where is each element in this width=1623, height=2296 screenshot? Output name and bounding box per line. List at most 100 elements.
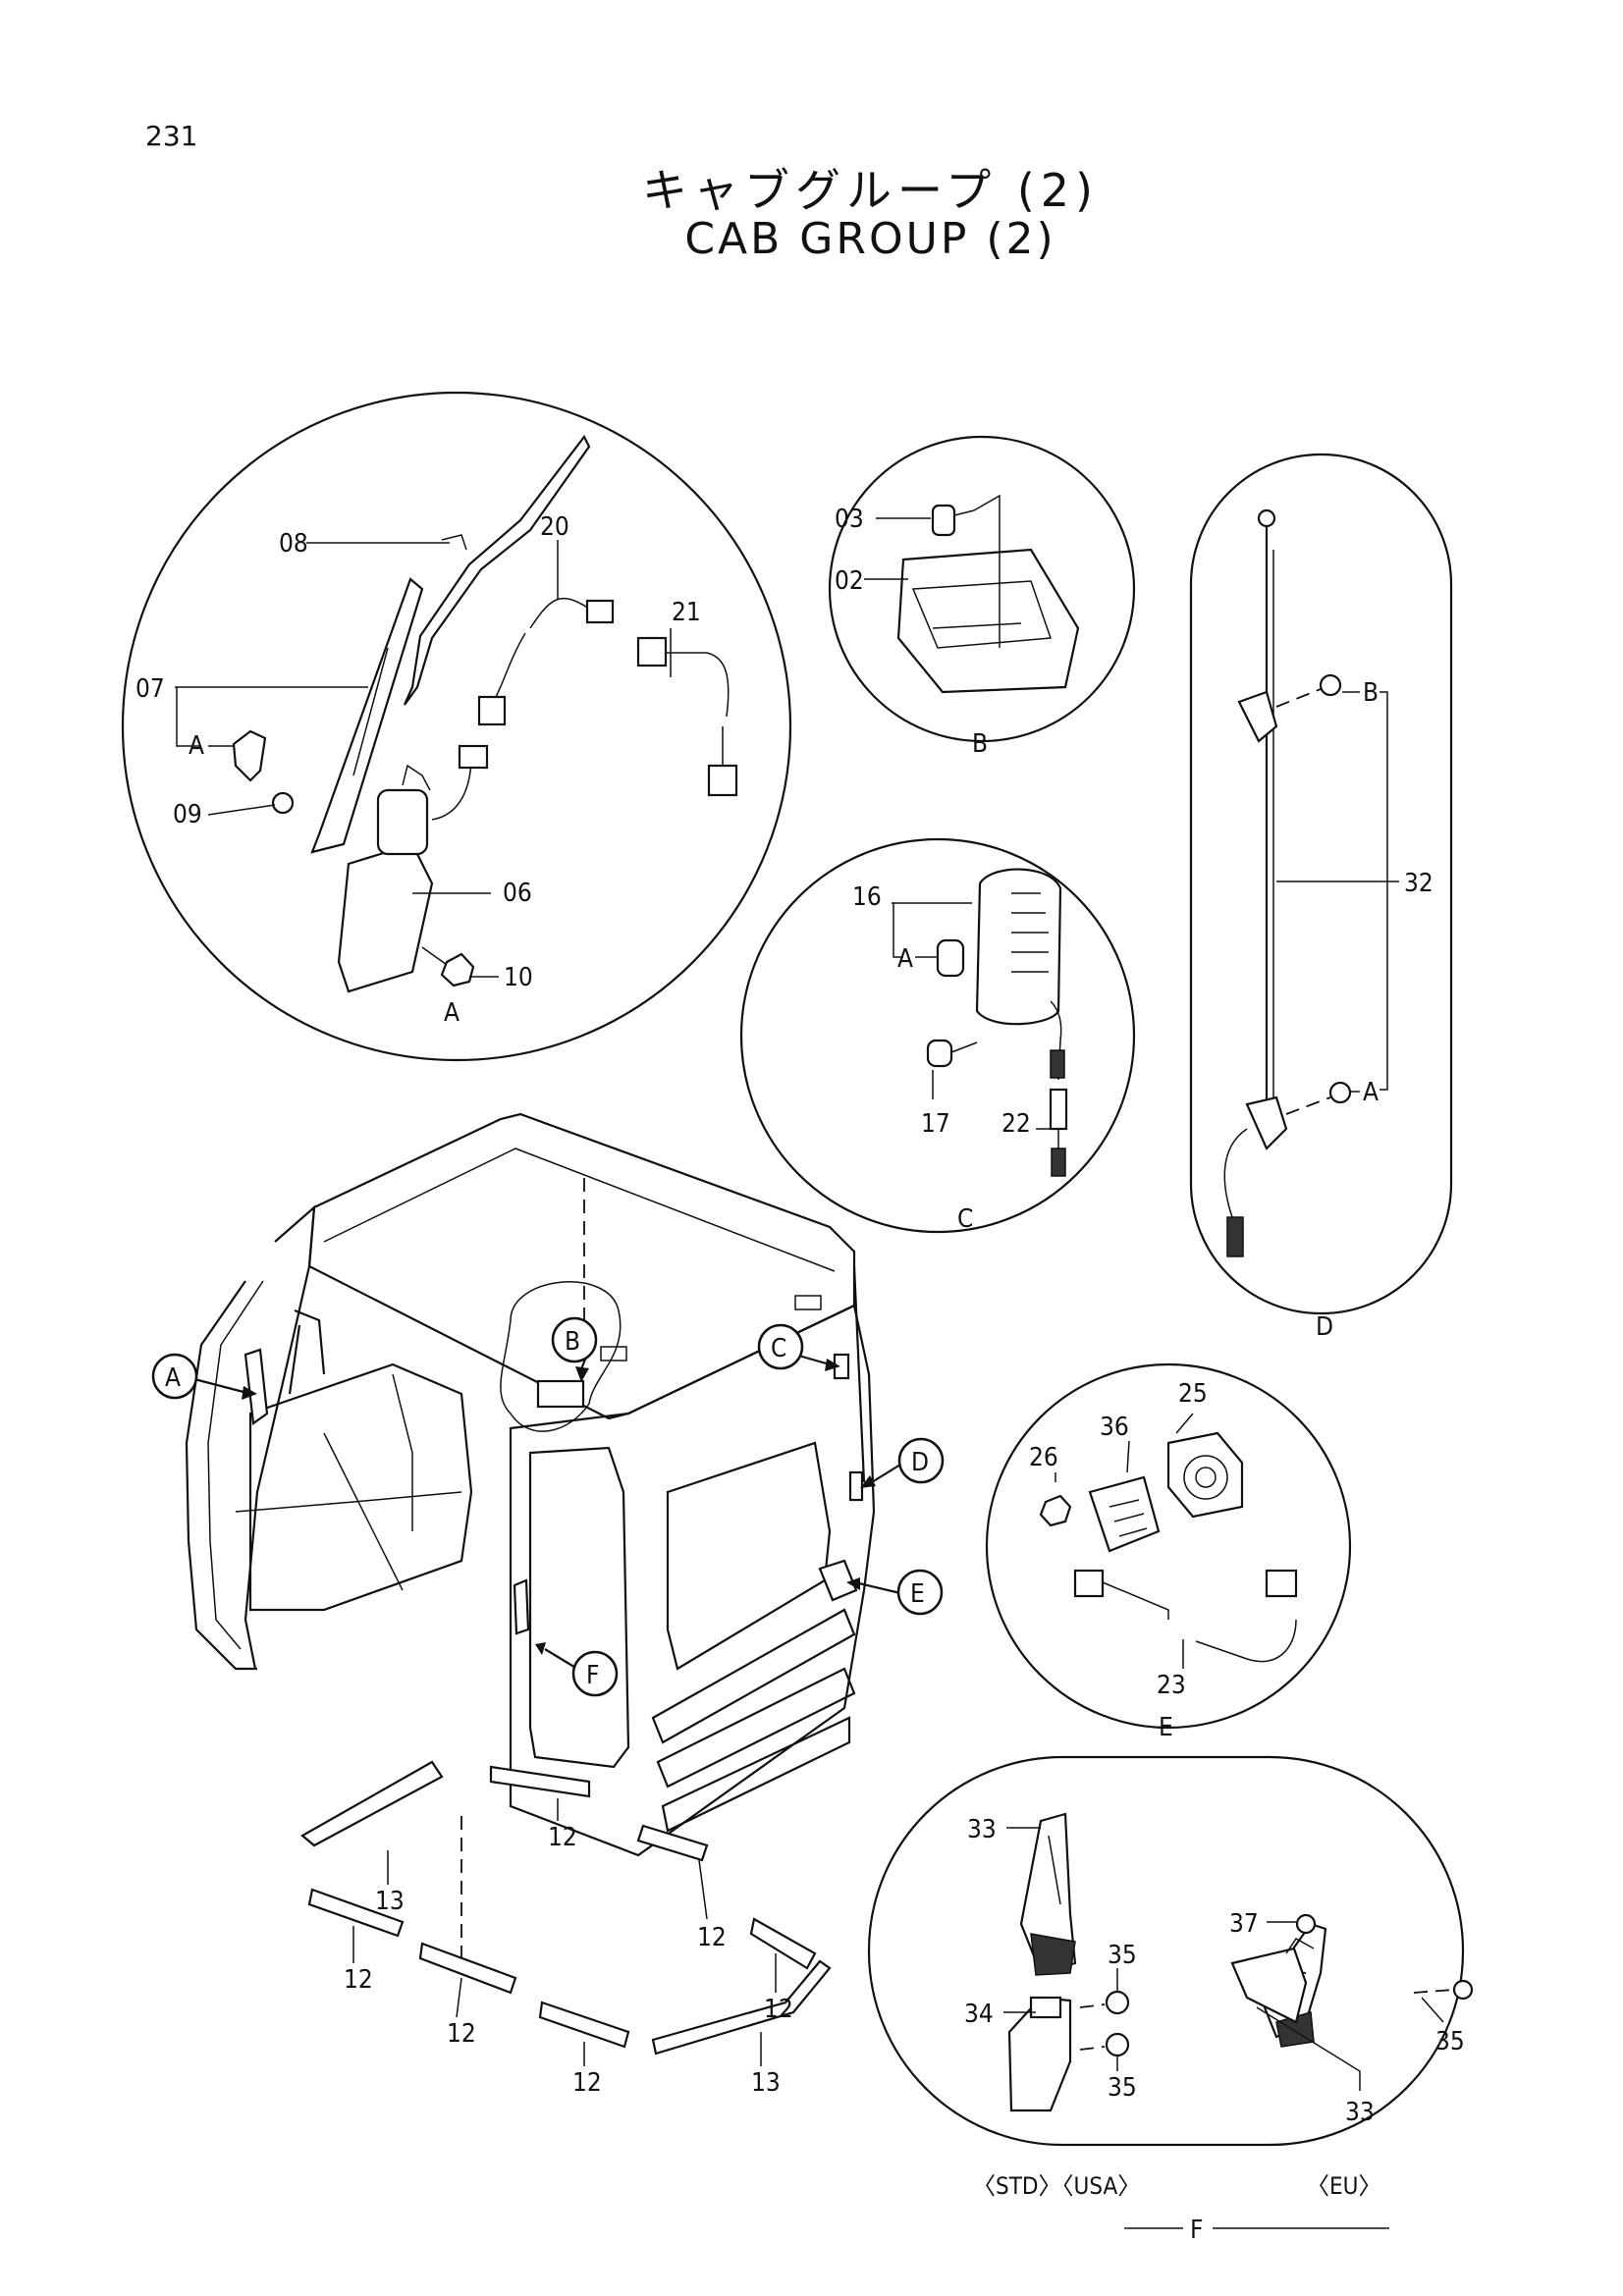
detail-f-label: F: [1190, 2216, 1203, 2245]
detail-d-label: D: [1316, 1312, 1333, 1342]
seal-13-upper: [300, 1760, 444, 1847]
screw-37: [1295, 1913, 1317, 1935]
screw-03: [931, 504, 956, 537]
callout-e: E: [896, 1569, 944, 1616]
label-12-d: 12: [447, 2019, 476, 2049]
detail-e-speaker: 25 36 26 23 E: [985, 1362, 1352, 1742]
detail-d-frame: [1189, 453, 1453, 1315]
cab-speaker-e: [818, 1559, 858, 1602]
label-12-f: 12: [764, 1995, 793, 2024]
label-32: 32: [1404, 869, 1434, 898]
detail-f-frame: [867, 1755, 1465, 2147]
cab-grip-f: [513, 1578, 530, 1635]
label-25: 25: [1178, 1379, 1208, 1409]
label-d-b: B: [1363, 678, 1379, 708]
antenna-plug: [1226, 1216, 1244, 1257]
label-26: 26: [1029, 1443, 1058, 1472]
label-20: 20: [540, 512, 569, 542]
svg-text:A: A: [165, 1363, 181, 1393]
seal-12-d: [418, 1942, 517, 1995]
label-36: 36: [1100, 1413, 1129, 1442]
seal-12-a: [489, 1765, 591, 1798]
label-06: 06: [503, 879, 532, 908]
nut-09: [271, 791, 295, 815]
label-08: 08: [279, 529, 308, 559]
label-33-std: 33: [967, 1815, 997, 1844]
connector-e2: [1265, 1569, 1298, 1598]
detail-c-label: C: [957, 1204, 973, 1234]
screw-lower: [1328, 1081, 1352, 1104]
lamp-16: [975, 868, 1062, 1026]
label-13-lower: 13: [751, 2068, 781, 2098]
label-d-a: A: [1363, 1078, 1379, 1107]
wiper-blade-08: [403, 434, 591, 706]
label-12-b: 12: [697, 1923, 727, 1952]
detail-a-label: A: [444, 998, 460, 1028]
label-a-sub: A: [189, 731, 204, 761]
bracket-eu: [1230, 1947, 1308, 2024]
motor-connector: [458, 744, 489, 770]
detail-a-wiper: 08 07 A 09 20 21 06 10 A: [121, 391, 792, 1062]
page-title-english: CAB GROUP (2): [684, 214, 1056, 264]
detail-b-handle: 03 02 B: [828, 435, 1136, 759]
connector-e1: [1073, 1569, 1105, 1598]
label-16: 16: [852, 882, 882, 912]
plug-22a: [1050, 1049, 1065, 1079]
bulb-part: [936, 938, 965, 978]
label-35-b: 35: [1108, 2073, 1137, 2103]
bolt-35a: [1105, 1990, 1130, 2015]
cab-door-window: [528, 1446, 630, 1769]
cab-rear-frame: [185, 1280, 257, 1671]
svg-text:D: D: [911, 1448, 929, 1477]
speaker-25: [1166, 1431, 1244, 1519]
variant-std-usa: 〈STD〉〈USA〉: [972, 2172, 1141, 2200]
detail-d-antenna: B 32 A D: [1189, 453, 1453, 1342]
seal-12-b: [636, 1824, 709, 1862]
cab-main-view: 13 12 12 12 12 12 12 13 A B C D: [151, 1112, 945, 2098]
detail-c-lamp: 16 A 17 22 C: [739, 837, 1136, 1234]
bolt-35b: [1105, 2032, 1130, 2057]
cab-handle-b: [536, 1379, 585, 1409]
detail-b-circle: [828, 435, 1136, 743]
label-09: 09: [173, 800, 202, 829]
motor-body: [376, 788, 429, 856]
callout-c: C: [757, 1323, 804, 1370]
grip-33-std: [1019, 1812, 1077, 1975]
detail-b-label: B: [972, 729, 988, 759]
grille-36: [1088, 1475, 1161, 1553]
connector-21b: [707, 764, 738, 797]
wiper-arm-07: [310, 577, 424, 854]
label-23: 23: [1157, 1671, 1186, 1700]
plug-22b: [1049, 1088, 1068, 1131]
screw-upper: [1319, 673, 1342, 697]
page-title-japanese: キャブグループ (2): [641, 164, 1100, 217]
svg-text:B: B: [565, 1327, 580, 1357]
label-22: 22: [1001, 1109, 1031, 1139]
label-02: 02: [835, 566, 864, 596]
callout-d: D: [897, 1437, 945, 1484]
bolt-35c: [1452, 1979, 1474, 2001]
label-12-a: 12: [548, 1823, 577, 1852]
screw-17: [926, 1039, 953, 1068]
seal-13-lower: [651, 1959, 832, 2056]
callout-f: F: [571, 1650, 619, 1697]
screw-26: [1039, 1494, 1072, 1527]
connector-20b: [477, 695, 507, 726]
label-07: 07: [135, 674, 165, 704]
svg-text:E: E: [910, 1579, 925, 1609]
wiper-motor-06: [337, 842, 434, 993]
plug-22c: [1051, 1148, 1066, 1177]
cab-wiper-a: [243, 1348, 269, 1425]
clip-part: [232, 729, 267, 782]
cab-front-window: [666, 1441, 832, 1671]
label-13-upper: 13: [375, 1887, 405, 1916]
bracket-lower: [1245, 1095, 1288, 1150]
seal-12-e: [538, 2001, 630, 2049]
detail-e-label: E: [1159, 1713, 1173, 1742]
callout-b: B: [551, 1316, 598, 1363]
handle-02: [896, 548, 1080, 694]
seal-12-f: [749, 1917, 817, 1970]
callout-a: A: [151, 1353, 198, 1400]
label-37: 37: [1229, 1909, 1259, 1939]
